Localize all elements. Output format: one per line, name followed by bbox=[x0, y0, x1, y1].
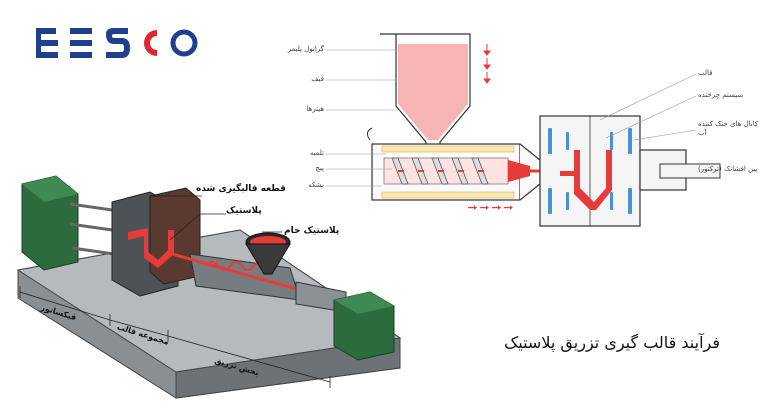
cooling-channels bbox=[548, 128, 632, 214]
leader-lines-left bbox=[326, 49, 400, 187]
molded-part-shape bbox=[128, 228, 174, 268]
label-hopper: قیف bbox=[311, 75, 324, 83]
label-plunger: تلمبه bbox=[309, 149, 324, 157]
label-runner-system: سیستم چرخنده bbox=[698, 91, 744, 99]
heat-arrows bbox=[468, 205, 513, 210]
heater-bottom bbox=[381, 191, 515, 199]
melt-flow bbox=[171, 252, 301, 292]
section-brackets bbox=[19, 286, 331, 388]
label-molded-part: قطعه قالبگیری شده bbox=[196, 184, 286, 194]
label-raw-plastic: پلاستیک خام bbox=[284, 226, 340, 236]
diagram-caption: فرآیند قالب گیری تزریق پلاستیک bbox=[503, 333, 720, 352]
label-polymer-granules: گرانول پلیمر bbox=[287, 45, 324, 53]
label-ejector-pin: پین افشانک (ترکتور) bbox=[698, 165, 758, 173]
label-barrel: بشکه bbox=[308, 181, 324, 189]
label-cooling-channels: کانال های خنک کننده آب bbox=[698, 120, 759, 137]
nozzle-melt bbox=[508, 160, 530, 182]
mold-cavity bbox=[560, 150, 612, 210]
besco-logo bbox=[36, 28, 198, 58]
feed-arrows bbox=[483, 44, 491, 84]
machine-callouts bbox=[149, 195, 282, 241]
label-screw: پیچ bbox=[315, 164, 324, 172]
label-mold: قالب bbox=[698, 69, 713, 77]
rotation-arrow bbox=[366, 127, 373, 141]
label-heaters: هیترها bbox=[306, 105, 324, 113]
hopper-granules bbox=[398, 44, 468, 140]
label-plastic: پلاستیک bbox=[226, 206, 262, 216]
heater-top bbox=[381, 145, 515, 153]
screw-melt bbox=[205, 261, 267, 271]
leader-lines-right bbox=[599, 73, 720, 171]
